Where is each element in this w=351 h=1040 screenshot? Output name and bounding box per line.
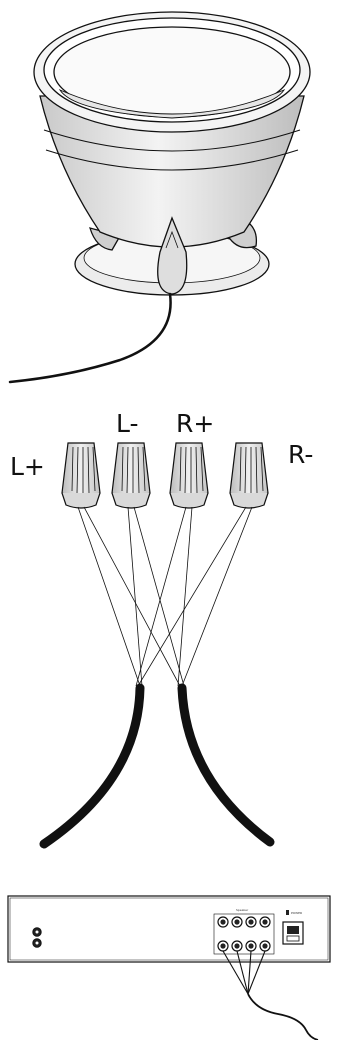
wire-nut-icon xyxy=(61,442,101,509)
speaker-cables xyxy=(39,683,275,849)
amplifier-rear-panel-icon: Speaker POWER xyxy=(7,895,331,963)
power-switch-text: POWER xyxy=(291,911,302,915)
label-l-minus: L- xyxy=(116,409,139,438)
conductor-wires xyxy=(77,506,253,687)
speaker-cable xyxy=(8,292,172,384)
amplifier-output-wires xyxy=(222,950,319,1040)
label-r-plus: R+ xyxy=(176,409,214,438)
planter-speaker-icon xyxy=(33,11,311,296)
wire-nut-icon xyxy=(229,442,269,509)
wire-nut-icon xyxy=(169,442,209,509)
label-l-plus: L+ xyxy=(10,452,45,481)
label-r-minus: R- xyxy=(288,440,313,469)
wire-nut-icon xyxy=(111,442,151,509)
panel-speaker-text: Speaker xyxy=(236,908,249,912)
